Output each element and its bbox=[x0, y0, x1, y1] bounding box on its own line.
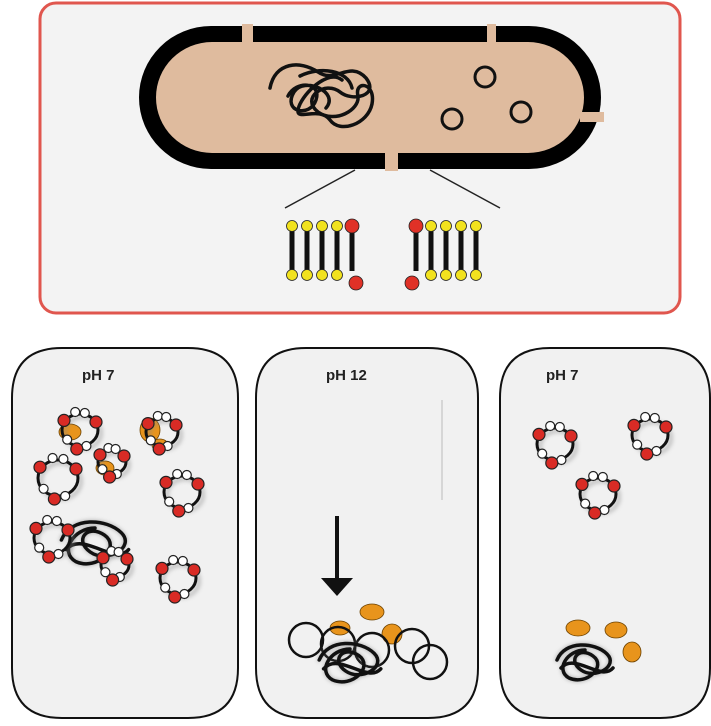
lipid-head bbox=[317, 221, 328, 232]
lipid-head bbox=[332, 270, 343, 281]
tube-ph7-after: pH 7 bbox=[500, 348, 710, 718]
lipid-head bbox=[287, 270, 298, 281]
lipid-head bbox=[332, 221, 343, 232]
lipid-head bbox=[441, 270, 452, 281]
lipid-head bbox=[426, 221, 437, 232]
protein-blob bbox=[360, 604, 384, 620]
lipid-head bbox=[317, 270, 328, 281]
protein-blob bbox=[566, 620, 590, 636]
tube-ph12: pH 12 bbox=[256, 348, 478, 718]
tube-ph7-before: pH 7 bbox=[12, 348, 238, 718]
tube-label: pH 7 bbox=[82, 367, 115, 384]
lipid-head bbox=[302, 221, 313, 232]
cell-panel bbox=[40, 3, 680, 313]
lipid-head bbox=[345, 219, 359, 233]
lipid-head bbox=[349, 276, 363, 290]
lipid-head bbox=[302, 270, 313, 281]
lipid-head bbox=[471, 270, 482, 281]
lipid-head bbox=[409, 219, 423, 233]
protein-blob bbox=[605, 622, 627, 638]
tube-label: pH 12 bbox=[326, 367, 367, 384]
protein-blob bbox=[623, 642, 641, 662]
lipid-head bbox=[471, 221, 482, 232]
lipid-head bbox=[456, 270, 467, 281]
lipid-head bbox=[287, 221, 298, 232]
lipid-head bbox=[456, 221, 467, 232]
tube-label: pH 7 bbox=[546, 367, 579, 384]
lipid-head bbox=[405, 276, 419, 290]
lipid-head bbox=[426, 270, 437, 281]
lipid-head bbox=[441, 221, 452, 232]
